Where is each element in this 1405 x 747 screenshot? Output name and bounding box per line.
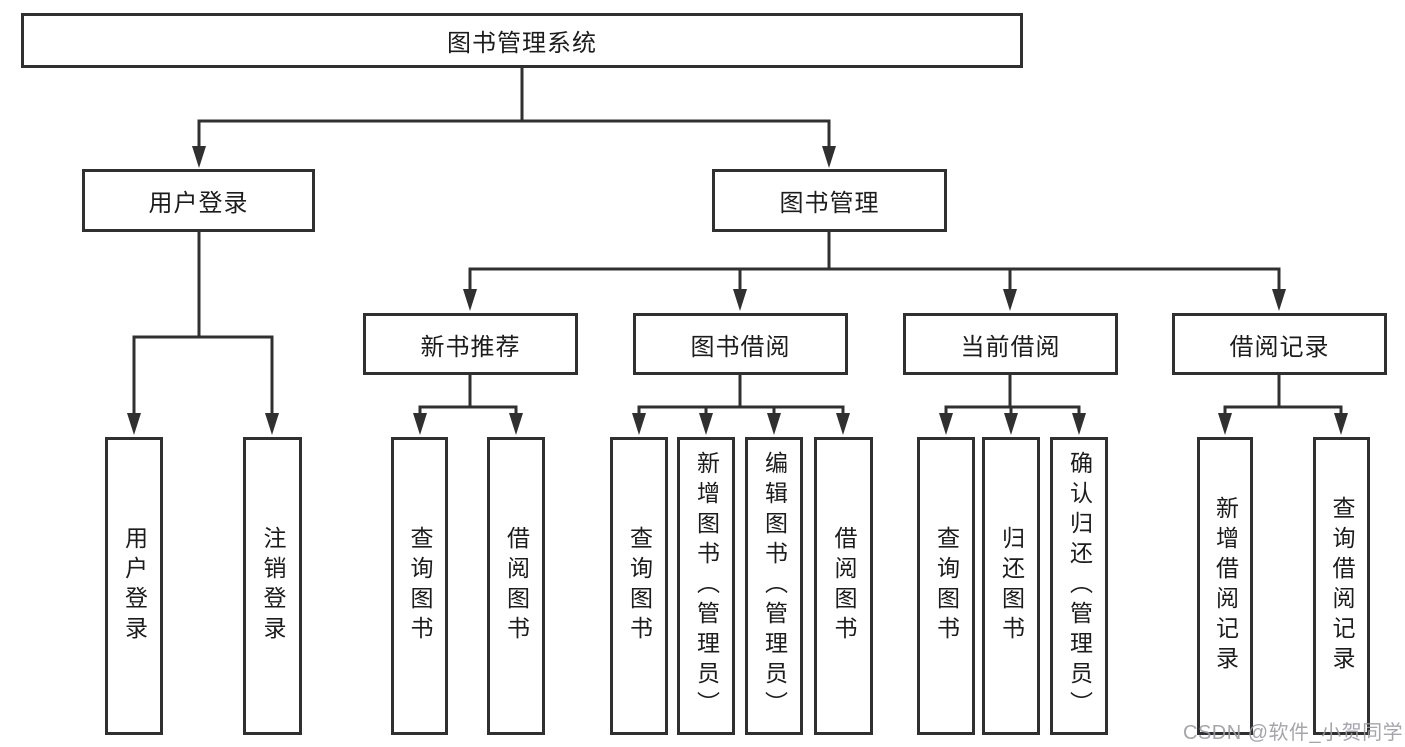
leaf-newbooks-query-books-label: 查询图书 (407, 526, 433, 646)
leaf-bookborrow-query-books-label: 查询图书 (626, 526, 653, 646)
leaf-bookborrow-borrow-books-label: 借阅图书 (831, 526, 857, 646)
node-new-book-recommend: 新书推荐 (363, 313, 578, 375)
arrowhead (127, 413, 141, 435)
connector-newbooks-to-leaves (418, 374, 518, 416)
leaf-records-add-borrow-record: 新增借阅记录 (1197, 437, 1253, 735)
node-user-login: 用户登录 (82, 169, 315, 232)
node-root: 图书管理系统 (21, 13, 1023, 68)
arrowhead (822, 146, 836, 168)
arrowhead (1072, 413, 1086, 435)
leaf-currentborrow-confirm-return-admin-label: 确认归还（管理员） (1066, 451, 1093, 721)
node-new-book-recommend-label: 新书推荐 (420, 333, 521, 361)
leaf-bookborrow-borrow-books: 借阅图书 (814, 437, 873, 735)
csdn-watermark: CSDN @软件_小贺同学 (1183, 722, 1404, 744)
node-root-label: 图书管理系统 (447, 30, 597, 57)
arrowhead (699, 413, 713, 435)
node-current-borrow-label: 当前借阅 (960, 333, 1061, 361)
leaf-records-query-borrow-record-label: 查询借阅记录 (1329, 496, 1355, 676)
leaf-bookborrow-query-books: 查询图书 (610, 437, 668, 735)
arrowhead (632, 413, 646, 435)
arrowhead (1272, 289, 1286, 311)
leaf-currentborrow-return-books-label: 归还图书 (998, 526, 1025, 646)
leaf-records-add-borrow-record-label: 新增借阅记录 (1212, 496, 1239, 676)
arrowhead (1003, 289, 1017, 311)
leaf-records-query-borrow-record: 查询借阅记录 (1313, 437, 1370, 735)
node-borrow-records-label: 借阅记录 (1229, 333, 1330, 361)
arrowhead (265, 413, 279, 435)
node-book-borrow-label: 图书借阅 (690, 333, 791, 361)
connector-borrowrecords-to-leaves (1223, 374, 1343, 416)
arrowhead (939, 413, 953, 435)
arrowhead (1004, 413, 1018, 435)
connector-bookmgmt-to-level3 (468, 231, 1281, 292)
arrowhead (509, 413, 523, 435)
leaf-currentborrow-confirm-return-admin: 确认归还（管理员） (1050, 437, 1108, 735)
arrowhead (767, 413, 781, 435)
arrowhead (463, 289, 477, 311)
node-user-login-label: 用户登录 (148, 190, 249, 217)
node-borrow-records: 借阅记录 (1172, 313, 1387, 375)
node-current-borrow: 当前借阅 (903, 313, 1118, 375)
leaf-user-login-label: 用户登录 (121, 526, 148, 646)
connector-userlogin-to-leaves (132, 231, 274, 416)
leaf-logout: 注销登录 (243, 437, 302, 735)
arrowhead (413, 413, 427, 435)
leaf-bookborrow-edit-books-admin-label: 编辑图书（管理员） (761, 451, 788, 721)
arrowheads (127, 146, 1348, 435)
leaf-newbooks-borrow-books: 借阅图书 (487, 437, 545, 735)
leaf-newbooks-query-books: 查询图书 (391, 437, 448, 735)
arrowhead (192, 146, 206, 168)
connector-bookborrow-to-leaves (637, 374, 845, 416)
leaf-bookborrow-add-books-admin-label: 新增图书（管理员） (693, 451, 720, 721)
connector-root-to-level2 (197, 68, 831, 149)
node-book-management-label: 图书管理 (779, 190, 880, 217)
connector-currentborrow-to-leaves (944, 374, 1081, 416)
leaf-currentborrow-return-books: 归还图书 (982, 437, 1040, 735)
leaf-bookborrow-edit-books-admin: 编辑图书（管理员） (745, 437, 803, 735)
node-book-management: 图书管理 (712, 169, 947, 232)
leaf-logout-label: 注销登录 (260, 526, 286, 646)
arrowhead (1218, 413, 1232, 435)
leaf-user-login: 用户登录 (105, 437, 163, 735)
leaf-bookborrow-add-books-admin: 新增图书（管理员） (677, 437, 735, 735)
arrowhead (733, 289, 747, 311)
leaf-newbooks-borrow-books-label: 借阅图书 (503, 526, 530, 646)
leaf-currentborrow-query-books: 查询图书 (917, 437, 975, 735)
leaf-currentborrow-query-books-label: 查询图书 (933, 526, 960, 646)
arrowhead (836, 413, 850, 435)
node-book-borrow: 图书借阅 (633, 313, 848, 375)
arrowhead (1334, 413, 1348, 435)
